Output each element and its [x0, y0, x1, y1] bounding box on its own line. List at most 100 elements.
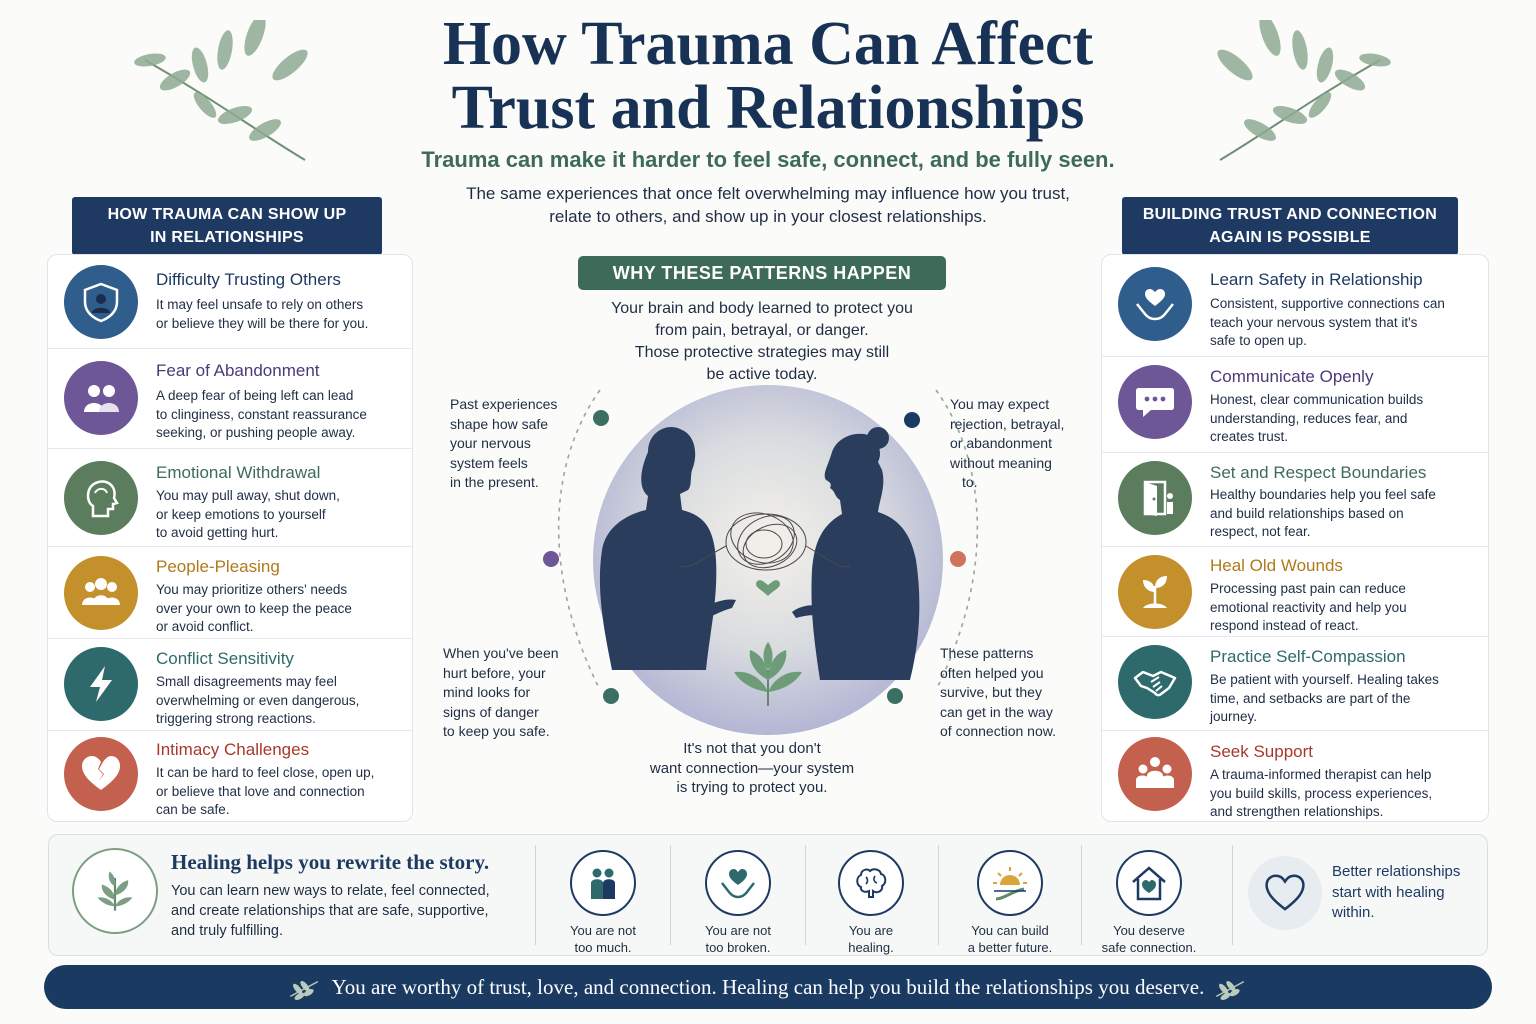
divider	[535, 845, 536, 945]
item-desc-line: You may pull away, shut down,	[156, 488, 340, 503]
left-panel: Difficulty Trusting Others It may feel u…	[47, 254, 413, 822]
note-hurt-before: When you've been hurt before, your mind …	[443, 644, 583, 742]
item-desc-line: or avoid conflict.	[156, 619, 254, 634]
list-item: Seek Support A trauma-informed therapist…	[1102, 731, 1488, 823]
item-desc: A deep fear of being left can lead to cl…	[156, 387, 400, 443]
affirmation-line: You can build	[971, 923, 1049, 938]
affirmation-line: healing.	[848, 940, 894, 955]
note-line: or abandonment	[950, 435, 1052, 451]
item-desc-line: triggering strong reactions.	[156, 711, 316, 726]
note-line: Past experiences	[450, 396, 558, 412]
note-patterns-helped: These patterns often helped you survive,…	[940, 644, 1080, 742]
note-line: hurt before, your	[443, 664, 546, 681]
note-line: survive, but they	[940, 684, 1042, 700]
strip-desc-line: and create relationships that are safe, …	[171, 903, 489, 919]
item-desc-line: to avoid getting hurt.	[156, 525, 279, 540]
item-desc-line: you build skills, process experiences,	[1210, 785, 1433, 801]
intro-line-1: The same experiences that once felt over…	[466, 184, 1070, 203]
note-line: in the present.	[450, 474, 539, 490]
affirmation-item: You can build a better future.	[940, 850, 1080, 956]
note-line: shape how safe	[450, 415, 549, 432]
list-item: Communicate Openly Honest, clear communi…	[1102, 357, 1488, 453]
item-desc-line: A trauma-informed therapist can help	[1210, 767, 1432, 782]
strip-title: Healing helps you rewrite the story.	[171, 850, 490, 874]
divider	[938, 845, 939, 945]
affirmation-line: You deserve	[1113, 923, 1185, 938]
affirmation-line: too broken.	[705, 940, 771, 955]
cycle-dot	[593, 410, 609, 426]
item-desc-line: Honest, clear communication builds	[1210, 392, 1424, 407]
affirmation-item: You are not too much.	[533, 850, 673, 956]
house-heart-icon	[1116, 850, 1182, 916]
list-item: Heal Old Wounds Processing past pain can…	[1102, 547, 1488, 637]
item-desc-line: Small disagreements may feel	[156, 674, 337, 689]
list-item: Practice Self-Compassion Be patient with…	[1102, 637, 1488, 731]
people-pair-icon	[570, 850, 636, 916]
affirmation-line: You are	[848, 923, 894, 938]
lead-line: from pain, betrayal, or danger.	[655, 322, 869, 339]
hands-heart-icon	[705, 850, 771, 916]
two-people-icon	[64, 361, 138, 435]
note-line: rejection, betrayal,	[950, 415, 1065, 432]
intro-text: The same experiences that once felt over…	[400, 182, 1136, 228]
left-header-line-1: HOW TRAUMA CAN SHOW UP	[107, 206, 347, 223]
cycle-dot	[904, 412, 920, 428]
item-title: Conflict Sensitivity	[156, 649, 294, 668]
item-desc-line: teach your nervous system that it's	[1210, 314, 1418, 330]
item-title: Fear of Abandonment	[156, 361, 320, 380]
item-desc: You may prioritize others' needs over yo…	[156, 581, 400, 637]
tangled-thread-icon	[679, 512, 851, 571]
lead-line: be active today.	[706, 366, 818, 383]
page-title: How Trauma Can Affect Trust and Relation…	[0, 12, 1536, 140]
right-panel: Learn Safety in Relationship Consistent,…	[1101, 254, 1489, 822]
note-line: to.	[962, 474, 978, 490]
title-line-1: How Trauma Can Affect	[442, 10, 1094, 78]
leaf-branch-right-icon	[1217, 20, 1391, 161]
item-desc-line: respond instead of react.	[1210, 618, 1359, 633]
item-title: People-Pleasing	[156, 557, 280, 576]
speech-bubble-icon	[1118, 365, 1192, 439]
footer-line: is trying to protect you.	[676, 779, 828, 796]
cycle-dot	[603, 688, 619, 704]
item-desc-line: over your own to keep the peace	[156, 600, 352, 616]
list-item: Intimacy Challenges It can be hard to fe…	[48, 731, 412, 823]
list-item: Set and Respect Boundaries Healthy bound…	[1102, 453, 1488, 547]
hands-heart-icon	[1118, 267, 1192, 341]
note-line: of connection now.	[940, 723, 1056, 739]
support-group-icon	[1118, 737, 1192, 811]
note-expect-rejection: You may expect rejection, betrayal, or a…	[950, 395, 1090, 493]
right-header-line-1: BUILDING TRUST AND CONNECTION	[1142, 206, 1438, 223]
leaf-sprig-icon	[289, 981, 318, 1001]
divider	[1232, 845, 1233, 945]
item-desc-line: or believe they will be there for you.	[156, 315, 369, 331]
item-desc-line: Be patient with yourself. Healing takes	[1210, 672, 1439, 687]
leaf-sprig-icon	[1216, 981, 1245, 1001]
lightning-icon	[64, 647, 138, 721]
item-desc: You may pull away, shut down, or keep em…	[156, 487, 400, 543]
item-desc-line: journey.	[1210, 709, 1258, 724]
note-line: without meaning	[950, 454, 1052, 471]
broken-heart-icon	[64, 737, 138, 811]
closing-line: Better relationships	[1332, 863, 1461, 880]
list-item: Difficulty Trusting Others It may feel u…	[48, 255, 412, 349]
left-header-line-2: IN RELATIONSHIPS	[150, 229, 304, 246]
shield-person-icon	[64, 265, 138, 339]
item-title: Set and Respect Boundaries	[1210, 463, 1427, 482]
head-profile-icon	[64, 461, 138, 535]
sunrise-path-icon	[977, 850, 1043, 916]
why-patterns-badge: WHY THESE PATTERNS HAPPEN	[578, 256, 946, 290]
note-past-experiences: Past experiences shape how safe your ner…	[450, 395, 580, 493]
item-desc: Consistent, supportive connections can t…	[1210, 295, 1476, 351]
outline-heart-icon	[1248, 856, 1322, 930]
healing-sprout-icon	[72, 848, 158, 934]
man-silhouette-icon	[599, 426, 736, 670]
small-heart-icon	[756, 580, 780, 596]
item-desc-line: It can be hard to feel close, open up,	[156, 765, 375, 780]
handshake-icon	[1118, 645, 1192, 719]
item-desc-line: understanding, reduces fear, and	[1210, 410, 1408, 426]
banner-text: You are worthy of trust, love, and conne…	[331, 975, 1205, 999]
item-desc-line: overwhelming or even dangerous,	[156, 692, 360, 708]
intro-line-2: relate to others, and show up in your cl…	[549, 207, 987, 226]
footer-line: It's not that you don't	[683, 740, 821, 757]
closing-line: within.	[1332, 904, 1375, 921]
